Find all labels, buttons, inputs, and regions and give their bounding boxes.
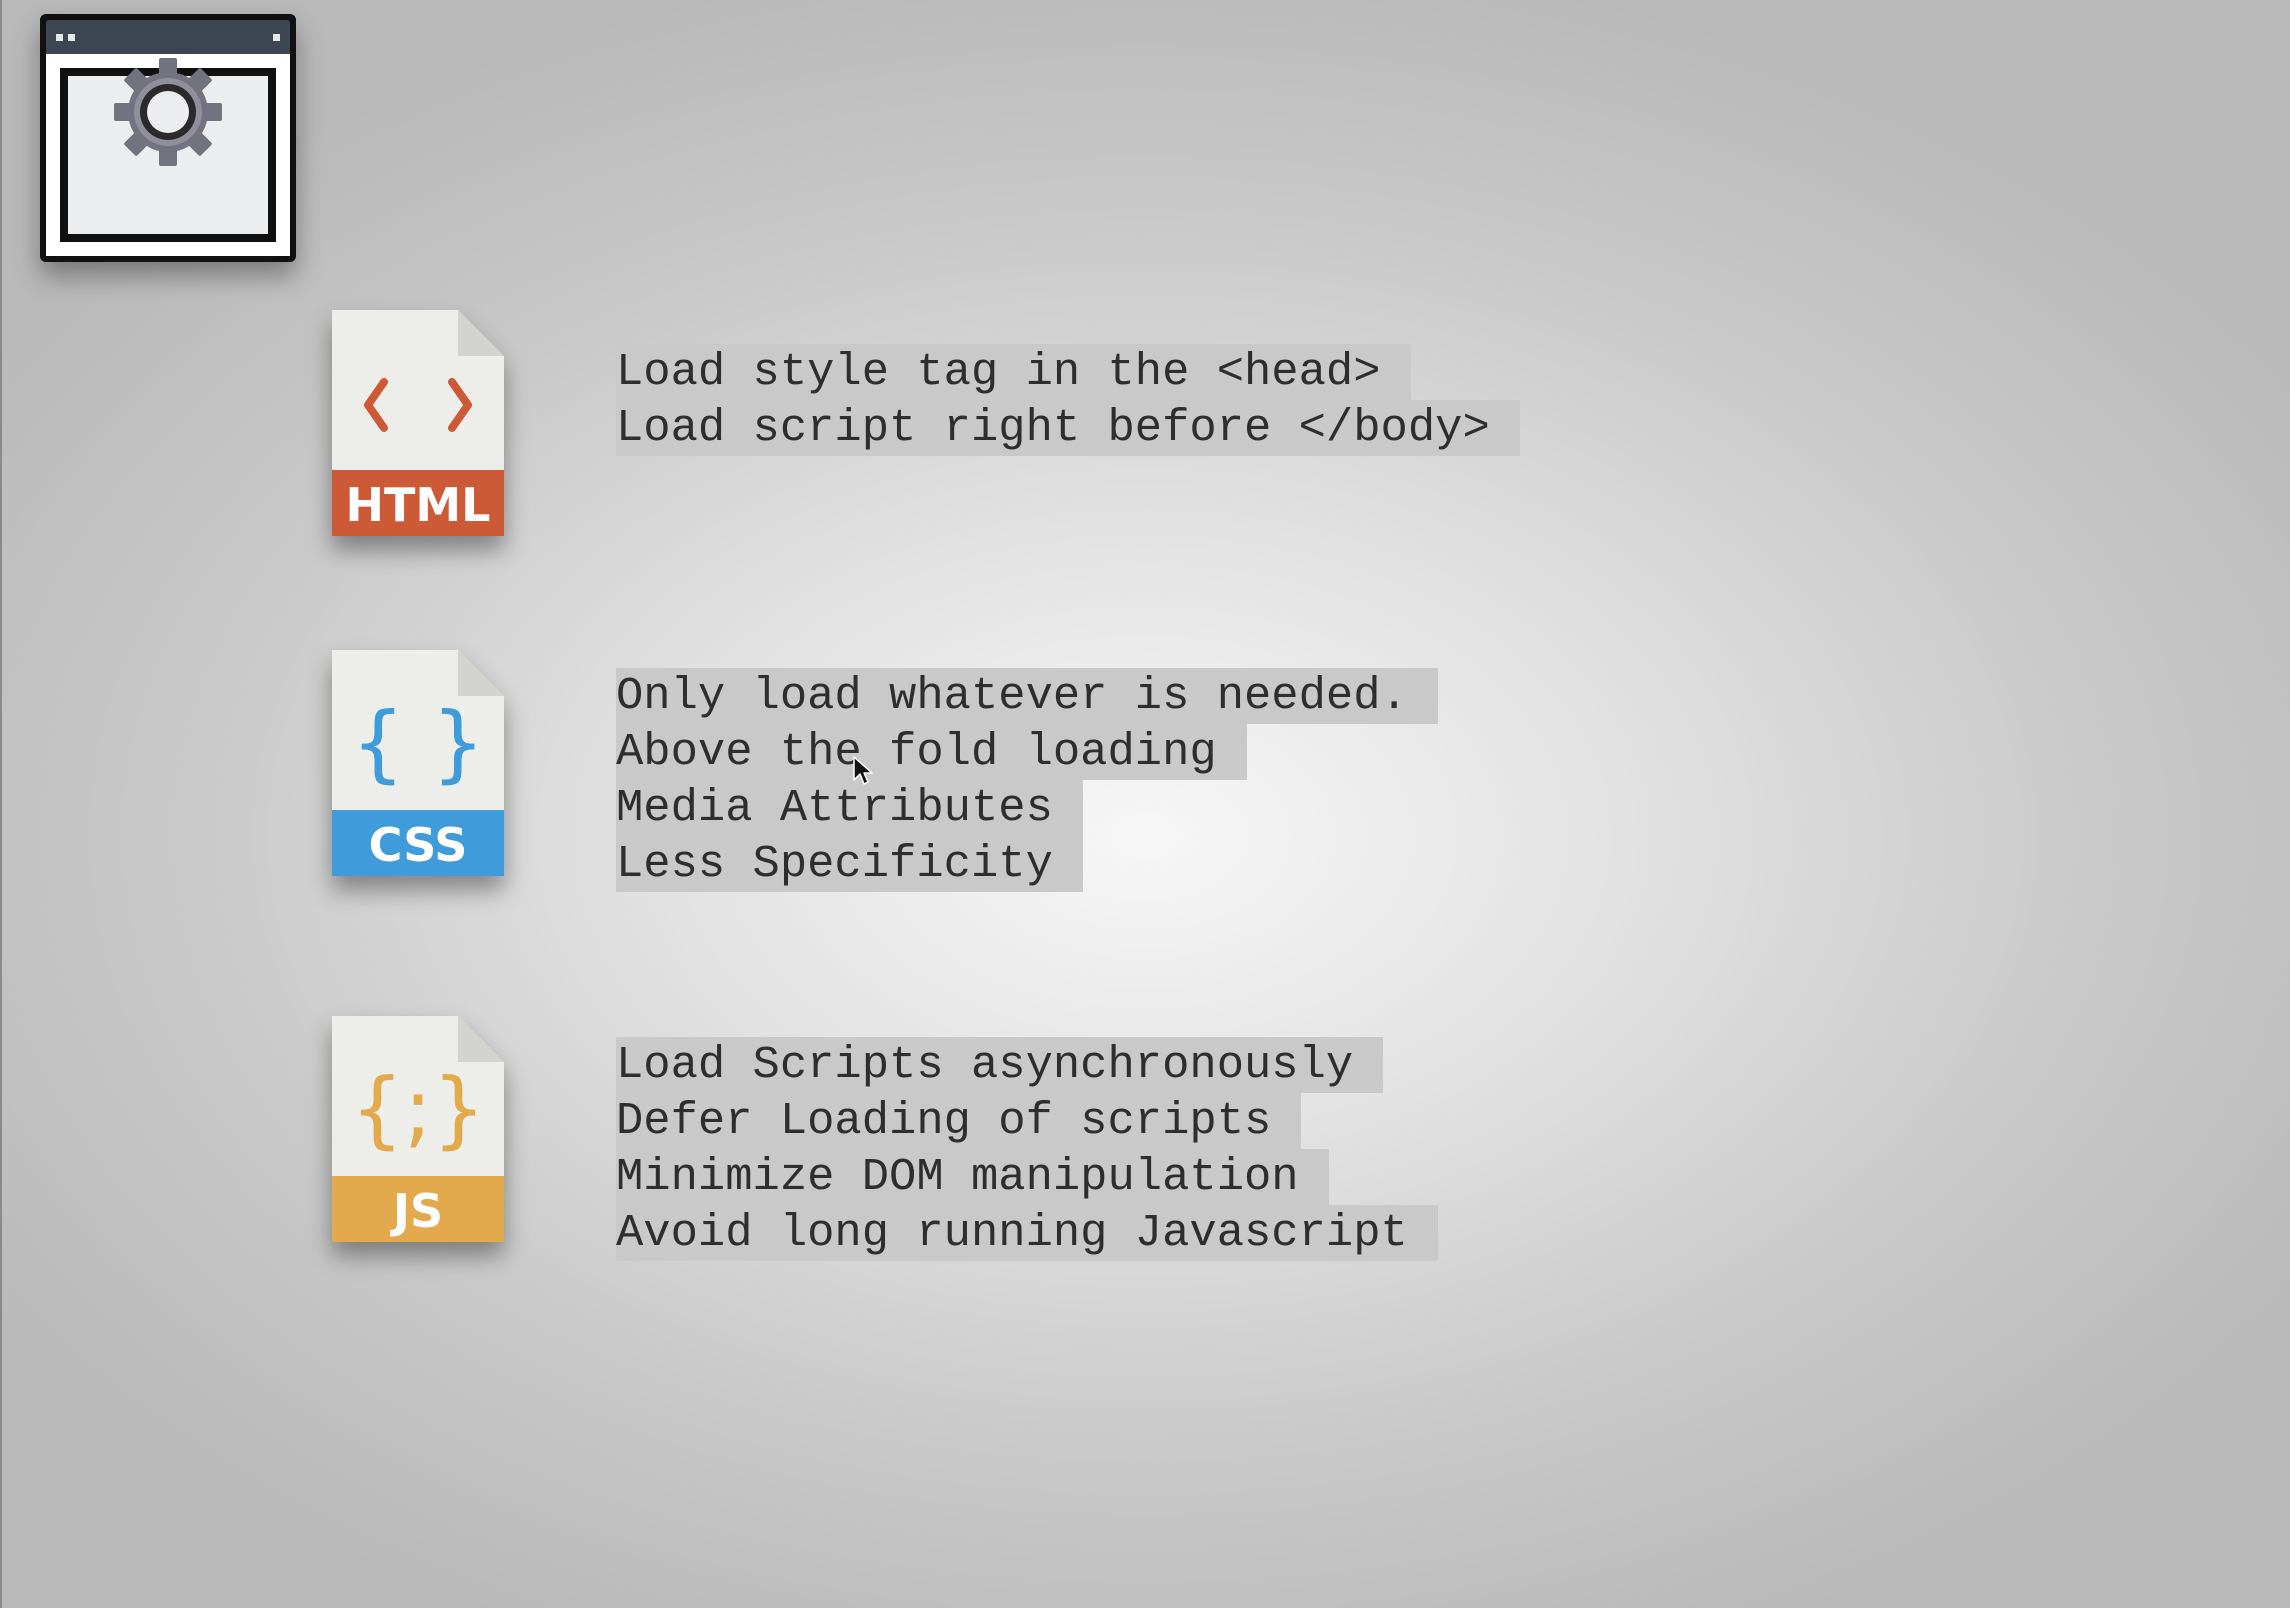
html-label: HTML bbox=[346, 478, 491, 532]
tip-line: Load style tag in the <head> bbox=[616, 344, 1411, 400]
settings-window-icon bbox=[40, 14, 296, 262]
tip-line: Media Attributes bbox=[616, 780, 1083, 836]
js-label: JS bbox=[390, 1184, 443, 1238]
titlebar-dot bbox=[68, 34, 75, 41]
window-titlebar bbox=[46, 20, 290, 54]
tip-line: Less Specificity bbox=[616, 836, 1083, 892]
right-angle-bracket-icon bbox=[448, 378, 472, 432]
tip-line: Only load whatever is needed. bbox=[616, 668, 1438, 724]
tip-line: Minimize DOM manipulation bbox=[616, 1149, 1329, 1205]
left-edge bbox=[0, 0, 2, 1608]
tip-line: Load script right before </body> bbox=[616, 400, 1520, 456]
titlebar-dot bbox=[56, 34, 63, 41]
tip-line: Avoid long running Javascript bbox=[616, 1205, 1438, 1261]
css-label: CSS bbox=[369, 818, 468, 872]
html-tips: Load style tag in the <head> Load script… bbox=[616, 344, 1520, 456]
curly-braces-semicolon-icon: {;} bbox=[350, 1060, 485, 1158]
js-tips: Load Scripts asynchronously Defer Loadin… bbox=[616, 1037, 1438, 1261]
tip-line: Load Scripts asynchronously bbox=[616, 1037, 1384, 1093]
js-label-band bbox=[332, 1176, 504, 1242]
js-file-icon: {;} JS bbox=[332, 1016, 504, 1242]
curly-braces-icon: { } bbox=[351, 694, 485, 792]
html-file-icon: HTML bbox=[332, 310, 504, 536]
css-tips: Only load whatever is needed. Above the … bbox=[616, 668, 1438, 892]
html-label-band bbox=[332, 470, 504, 536]
left-angle-bracket-icon bbox=[364, 378, 388, 432]
titlebar-dot bbox=[273, 34, 280, 41]
css-label-band bbox=[332, 810, 504, 876]
css-file-icon: { } CSS bbox=[332, 650, 504, 876]
mouse-cursor-icon bbox=[853, 756, 873, 785]
tip-line: Defer Loading of scripts bbox=[616, 1093, 1302, 1149]
tip-line: Above the fold loading bbox=[616, 724, 1247, 780]
gear-icon bbox=[114, 58, 222, 166]
